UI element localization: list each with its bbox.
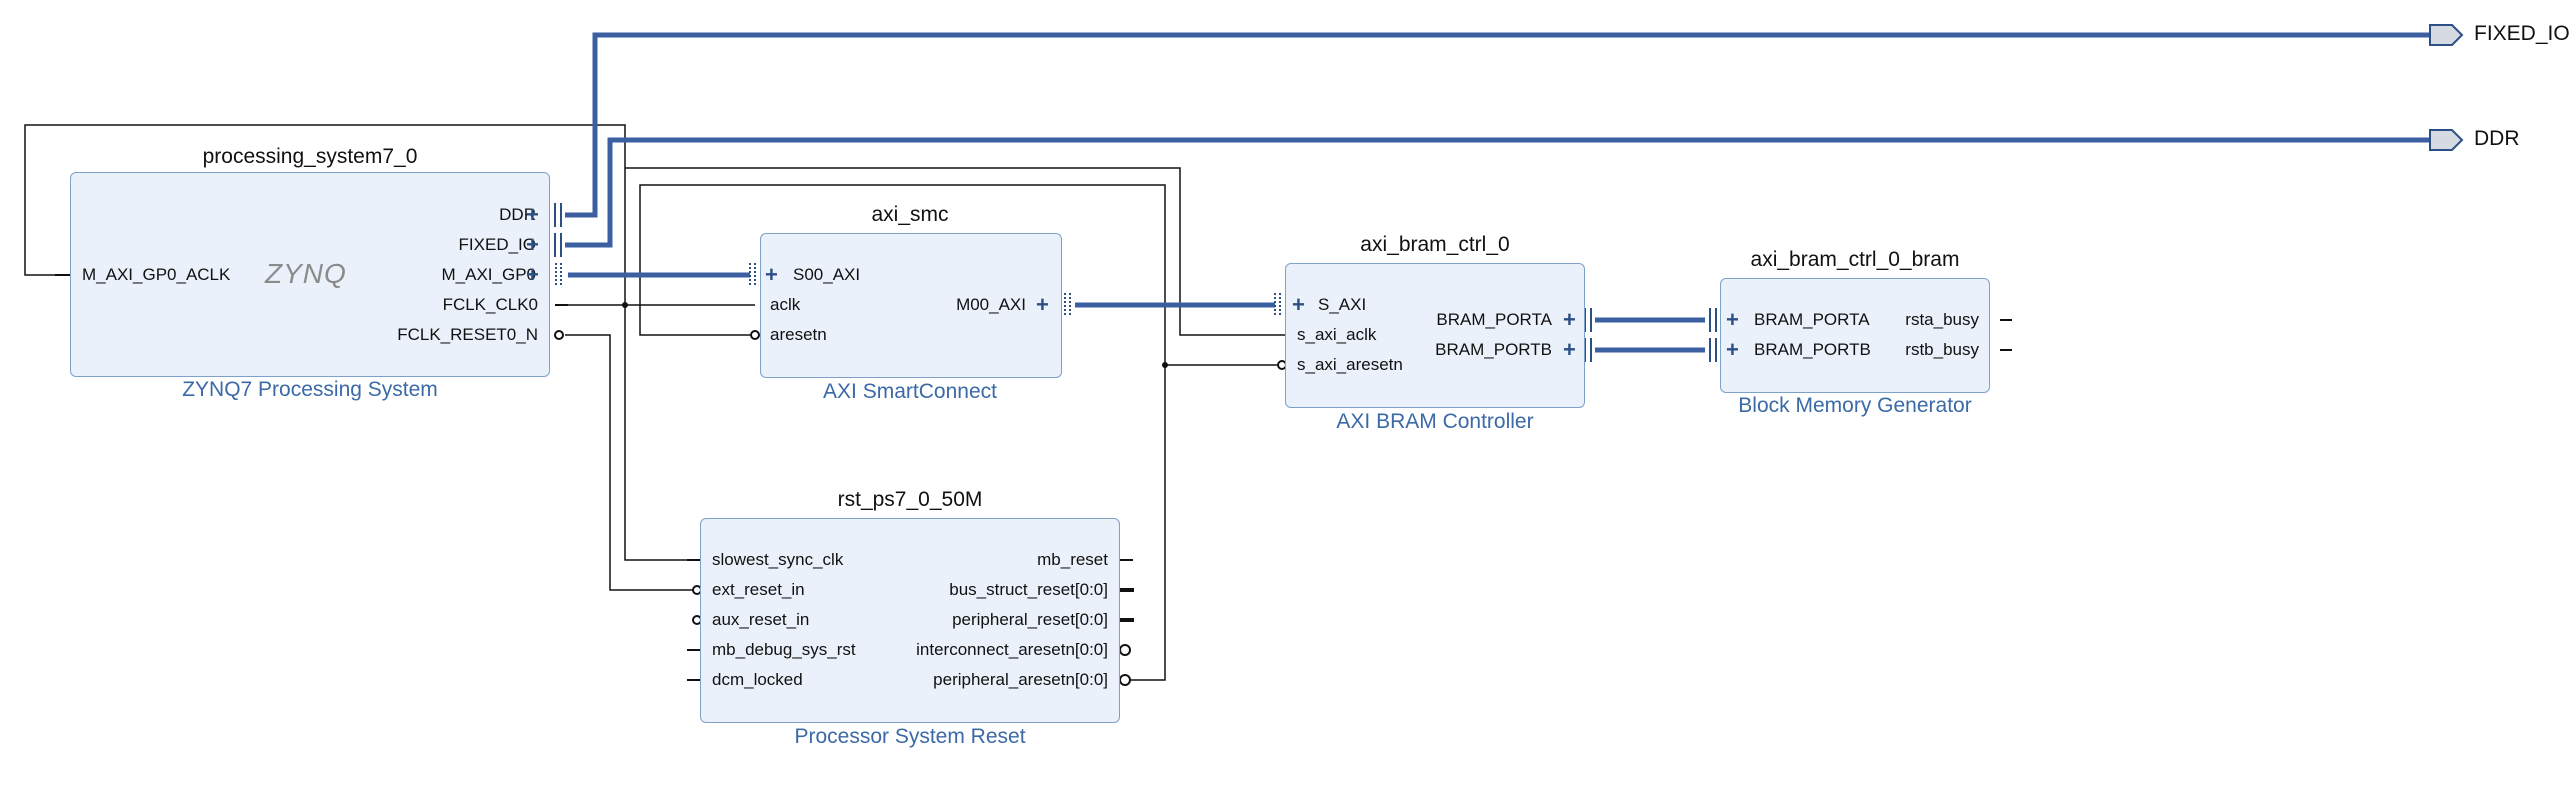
rst-block-type: Processor System Reset — [794, 725, 1026, 748]
bram-block-type: Block Memory Generator — [1738, 394, 1972, 417]
bus-stubs — [1120, 588, 1134, 622]
wire-junctions — [622, 302, 1168, 368]
smc-pin-s00-axi[interactable]: S00_AXI — [793, 265, 861, 284]
bram-ctrl-pin-s-axi[interactable]: S_AXI — [1318, 295, 1367, 314]
smc-block-name: axi_smc — [871, 203, 949, 226]
axi-connectors — [555, 263, 1281, 317]
expand-bram-in-portb-icon[interactable]: + — [1726, 337, 1739, 362]
rst-pin-slowest-sync-clk[interactable]: slowest_sync_clk — [712, 550, 844, 569]
bram-ctrl-pin-bram-portb[interactable]: BRAM_PORTB — [1435, 340, 1552, 359]
rst-pin-peripheral-aresetn[interactable]: peripheral_aresetn[0:0] — [933, 670, 1108, 689]
bus-wires — [565, 32, 2430, 353]
ps7-pin-m-axi-gp0-aclk[interactable]: M_AXI_GP0_ACLK — [82, 265, 231, 284]
bram-ctrl-block-type: AXI BRAM Controller — [1336, 410, 1534, 433]
expand-m-axi-gp0-icon[interactable]: + — [526, 262, 539, 287]
expand-ddr-icon[interactable]: + — [526, 202, 539, 227]
bram-ctrl-pin-s-axi-aresetn[interactable]: s_axi_aresetn — [1297, 355, 1403, 374]
rst-pin-aux-reset-in[interactable]: aux_reset_in — [712, 610, 810, 629]
ps7-pin-fixed-io[interactable]: FIXED_IO — [458, 235, 536, 254]
smc-block[interactable] — [760, 233, 1062, 378]
expand-m00-axi-icon[interactable]: + — [1036, 292, 1049, 317]
bram-block[interactable] — [1720, 278, 1990, 393]
external-port-arrows — [2429, 24, 2464, 151]
zynq-logo-icon: ZYNQ — [265, 258, 347, 289]
clock-reset-nets — [24, 124, 1285, 681]
expand-s00-axi-icon[interactable]: + — [765, 262, 778, 287]
expand-s-axi-icon[interactable]: + — [1292, 292, 1305, 317]
rst-pin-interconnect-aresetn[interactable]: interconnect_aresetn[0:0] — [916, 640, 1108, 659]
bram-pin-bram-portb[interactable]: BRAM_PORTB — [1754, 340, 1871, 359]
bram-ctrl-pin-s-axi-aclk[interactable]: s_axi_aclk — [1297, 325, 1377, 344]
external-port-ddr[interactable]: DDR — [2474, 127, 2520, 150]
external-port-fixed-io[interactable]: FIXED_IO — [2474, 22, 2570, 45]
bus-connectors — [554, 203, 1717, 362]
bram-pin-rstb-busy[interactable]: rstb_busy — [1905, 340, 1979, 359]
smc-block-type: AXI SmartConnect — [823, 380, 997, 403]
expand-bram-porta-icon[interactable]: + — [1563, 307, 1576, 332]
rst-pin-ext-reset-in[interactable]: ext_reset_in — [712, 580, 805, 599]
rst-pin-bus-struct-reset[interactable]: bus_struct_reset[0:0] — [949, 580, 1108, 599]
ps7-pin-fclk-reset0-n[interactable]: FCLK_RESET0_N — [397, 325, 538, 344]
bram-ctrl-pin-bram-porta[interactable]: BRAM_PORTA — [1436, 310, 1552, 329]
smc-pin-m00-axi[interactable]: M00_AXI — [956, 295, 1026, 314]
bram-block-name: axi_bram_ctrl_0_bram — [1750, 248, 1960, 271]
smc-pin-aclk[interactable]: aclk — [770, 295, 801, 314]
bram-pin-bram-porta[interactable]: BRAM_PORTA — [1754, 310, 1870, 329]
smc-pin-aresetn[interactable]: aresetn — [770, 325, 827, 344]
rst-pin-mb-debug-sys-rst[interactable]: mb_debug_sys_rst — [712, 640, 856, 659]
ps7-block-type: ZYNQ7 Processing System — [182, 378, 438, 401]
ps7-pin-fclk-clk0[interactable]: FCLK_CLK0 — [442, 295, 538, 314]
rst-block-name: rst_ps7_0_50M — [837, 488, 983, 511]
rst-pin-mb-reset[interactable]: mb_reset — [1037, 550, 1108, 569]
bram-pin-rsta-busy[interactable]: rsta_busy — [1905, 310, 1979, 329]
rst-pin-peripheral-reset[interactable]: peripheral_reset[0:0] — [952, 610, 1108, 629]
bram-ctrl-block-name: axi_bram_ctrl_0 — [1360, 233, 1510, 256]
expand-bram-portb-icon[interactable]: + — [1563, 337, 1576, 362]
ps7-block[interactable] — [70, 172, 550, 377]
ps7-pin-ddr[interactable]: DDR — [499, 205, 536, 224]
pin-stubs — [55, 274, 2012, 681]
bram-ctrl-block[interactable] — [1285, 263, 1585, 408]
ps7-block-name: processing_system7_0 — [202, 145, 418, 168]
expand-fixed-io-icon[interactable]: + — [526, 232, 539, 257]
ps7-pin-m-axi-gp0[interactable]: M_AXI_GP0 — [441, 265, 537, 284]
rst-pin-dcm-locked[interactable]: dcm_locked — [712, 670, 803, 689]
expand-bram-in-porta-icon[interactable]: + — [1726, 307, 1739, 332]
rst-block[interactable] — [700, 518, 1120, 723]
